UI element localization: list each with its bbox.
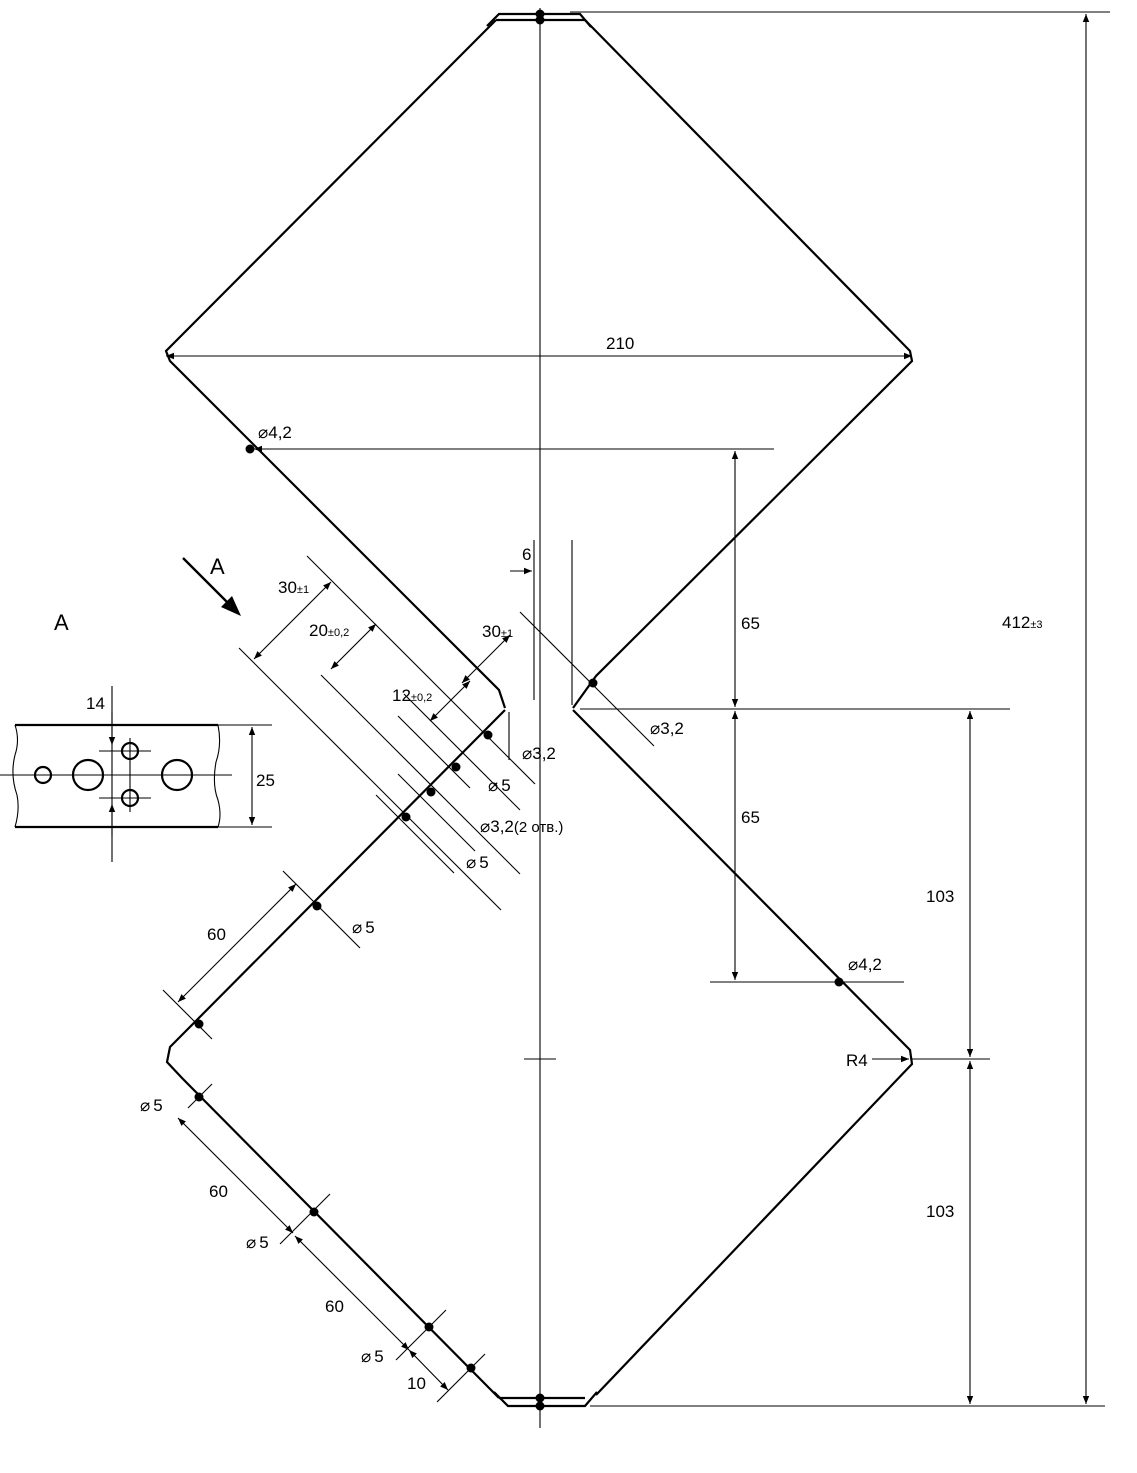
view-arrow-label: A xyxy=(210,554,225,579)
dim-412-tolerance: ±3 xyxy=(1030,619,1042,631)
dim-103-lower: 103 xyxy=(926,1202,954,1221)
dim-65-lower: 65 xyxy=(741,808,760,827)
dim-overall-height: 412±3 xyxy=(570,11,1110,1407)
hole-3-2-right-value: 3,2 xyxy=(660,719,684,738)
dim-412-value: 412 xyxy=(1002,613,1030,632)
hole-5-c-value: 5 xyxy=(365,918,374,937)
dim-12: 12 xyxy=(392,686,411,705)
hole-4-2-top-value: 4,2 xyxy=(268,423,292,442)
dim-60-lower2-value: 60 xyxy=(325,1297,344,1316)
dim-103-upper: 103 xyxy=(926,887,954,906)
hole-5-f-value: 5 xyxy=(374,1347,383,1366)
callout-hole-4-2-bottom: ⌀4,2 xyxy=(848,955,882,974)
callout-left-holes: ⌀3,2 ⌀5 ⌀3,2(2 отв.) ⌀5 xyxy=(466,744,563,872)
dim-half-heights: 103 103 xyxy=(580,708,1010,1404)
hole-5-b-value: 5 xyxy=(479,853,488,872)
svg-text:⌀4,2: ⌀4,2 xyxy=(258,423,292,442)
svg-text:30±1: 30±1 xyxy=(278,578,309,597)
dim-20: 20 xyxy=(309,621,328,640)
hole-5-e-value: 5 xyxy=(259,1233,268,1252)
center-axis xyxy=(524,8,556,1428)
dim-lower-chain: 60 60 10 ⌀5 ⌀5 ⌀5 xyxy=(140,1083,486,1403)
dim-210-value: 210 xyxy=(606,334,634,353)
view-direction-arrow: A xyxy=(182,554,241,616)
dim-65-upper: 65 xyxy=(741,614,760,633)
dim-6-value: 6 xyxy=(522,545,531,564)
dim-10-value: 10 xyxy=(407,1374,426,1393)
callout-hole-4-2-top: ⌀4,2 xyxy=(258,423,292,442)
dim-30-right: 30 xyxy=(482,622,501,641)
svg-text:⌀3,2: ⌀3,2 xyxy=(522,744,556,763)
dim-60-upper: 60 ⌀5 xyxy=(162,870,375,1040)
dim-12-tol: ±0,2 xyxy=(411,692,432,704)
dim-60-upper-value: 60 xyxy=(207,925,226,944)
svg-text:20±0,2: 20±0,2 xyxy=(309,621,349,640)
dim-65: 65 65 xyxy=(254,445,904,983)
hole-3-2-left-value: 3,2 xyxy=(532,744,556,763)
svg-text:412±3: 412±3 xyxy=(1002,613,1043,632)
svg-text:⌀4,2: ⌀4,2 xyxy=(848,955,882,974)
view-dim-25: 25 xyxy=(256,771,275,790)
antenna-upper-loop xyxy=(164,12,914,709)
svg-text:⌀5: ⌀5 xyxy=(466,853,489,872)
dim-r4-value: R4 xyxy=(846,1051,868,1070)
svg-text:⌀5: ⌀5 xyxy=(352,918,375,937)
dim-r4: R4 xyxy=(846,1051,909,1070)
hole-markers xyxy=(194,9,844,1411)
svg-text:30±1: 30±1 xyxy=(482,622,513,641)
hole-4-2-bottom-value: 4,2 xyxy=(858,955,882,974)
svg-text:⌀5: ⌀5 xyxy=(488,776,511,795)
svg-text:⌀5: ⌀5 xyxy=(361,1347,384,1366)
svg-text:⌀3,2: ⌀3,2 xyxy=(650,719,684,738)
hole-3-2-pair-value: 3,2 xyxy=(490,817,514,836)
hole-3-2-pair-note: (2 отв.) xyxy=(514,819,564,836)
hole-5-d-value: 5 xyxy=(153,1096,162,1115)
svg-text:12±0,2: 12±0,2 xyxy=(392,686,432,705)
dim-30-left: 30 xyxy=(278,578,297,597)
dim-width: 210 xyxy=(166,334,912,360)
dim-20-tol: ±0,2 xyxy=(328,627,349,639)
view-a-detail: A 14 25 xyxy=(0,610,275,862)
hole-5-a-value: 5 xyxy=(501,776,510,795)
svg-text:⌀5: ⌀5 xyxy=(246,1233,269,1252)
dim-30-left-tol: ±1 xyxy=(297,584,309,596)
dim-gap-6: 6 xyxy=(510,540,573,705)
view-a-label: A xyxy=(54,610,69,635)
svg-text:⌀3,2(2 отв.): ⌀3,2(2 отв.) xyxy=(480,817,563,836)
svg-text:⌀5: ⌀5 xyxy=(140,1096,163,1115)
dim-left-feed: 30±1 20±0,2 12±0,2 xyxy=(238,555,536,911)
dim-30-right-tol: ±1 xyxy=(501,628,513,640)
dim-right-feed: 30±1 ⌀3,2 xyxy=(461,611,684,747)
view-dim-14: 14 xyxy=(86,694,105,713)
dim-60-lower1-value: 60 xyxy=(209,1182,228,1201)
